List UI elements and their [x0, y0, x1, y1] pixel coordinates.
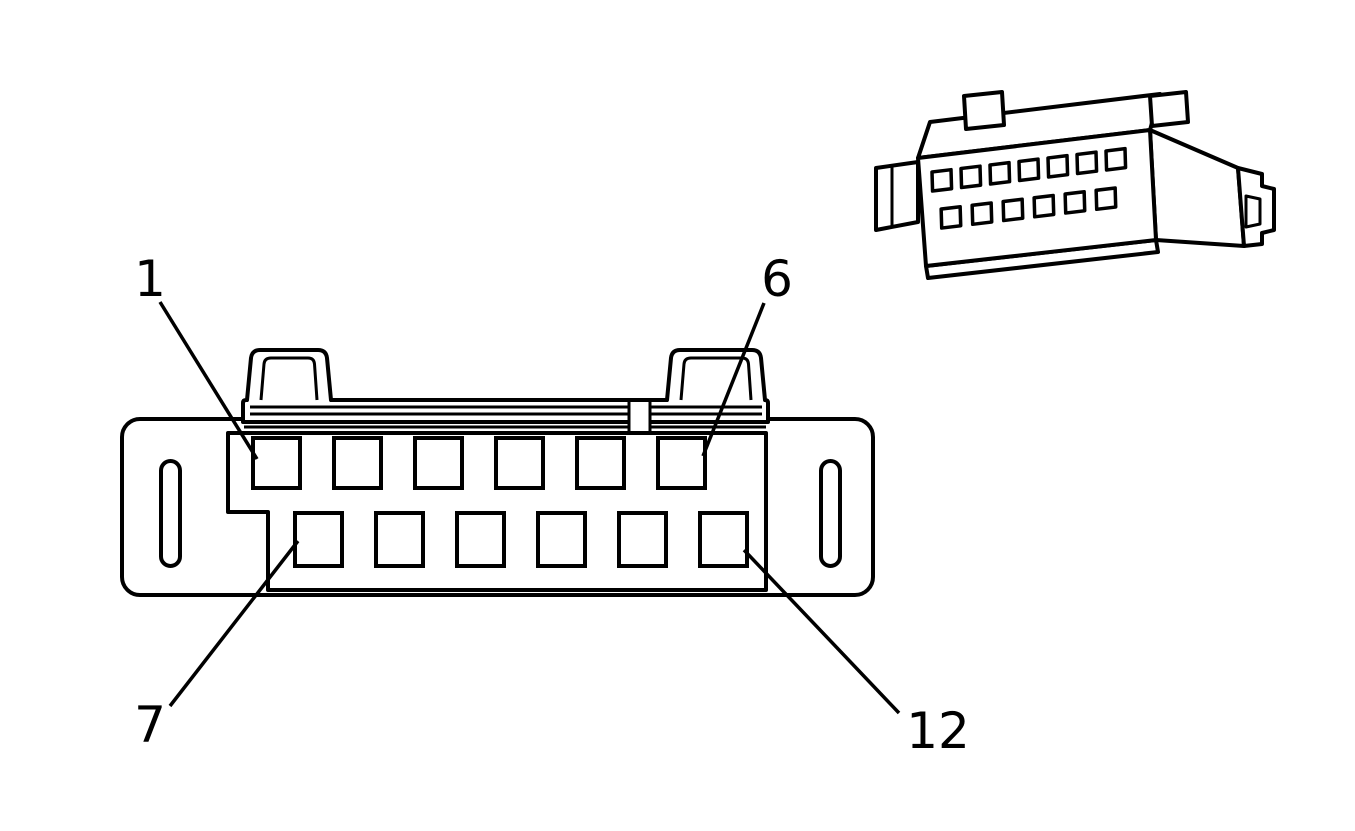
iso-hole-grid: [930, 146, 1128, 230]
pin-label-1: 1: [134, 250, 166, 308]
pin-cavity-6: [656, 436, 707, 490]
iso-end-latch-slot: [1244, 194, 1262, 229]
iso-hole: [1017, 157, 1041, 183]
iso-hole: [959, 164, 983, 190]
callout-line: [168, 539, 300, 708]
pin-cavity-3: [413, 436, 464, 490]
iso-hole: [1032, 193, 1056, 219]
pin-label-12: 12: [906, 702, 970, 760]
keying-notch: [630, 402, 649, 433]
iso-hole: [939, 204, 963, 230]
callout-pin-1: 1: [134, 250, 259, 460]
pin-label-6: 6: [761, 250, 793, 308]
pin-cavity-7: [293, 511, 344, 568]
pin-cavity-11: [617, 511, 668, 568]
pin-cavity-5: [575, 436, 626, 490]
iso-hole: [1075, 150, 1099, 176]
callout-line: [742, 548, 901, 715]
iso-hole: [970, 201, 994, 227]
iso-hole: [930, 167, 954, 193]
pin-cavity-4: [494, 436, 545, 490]
pin-cavity-1: [251, 436, 302, 490]
callout-line: [158, 301, 259, 460]
pin-cavity-12: [698, 511, 749, 568]
connector-front-view: [120, 348, 875, 597]
pin-cavity-10: [536, 511, 587, 568]
pin-cavity-8: [374, 511, 425, 568]
iso-left-bracket: [874, 160, 920, 232]
connector-isometric-view: [874, 90, 1276, 280]
iso-hole: [1001, 197, 1025, 223]
callout-pin-6: 6: [701, 250, 793, 457]
iso-hole: [988, 160, 1012, 186]
iso-right-tab: [1148, 90, 1190, 128]
callout-line: [701, 302, 766, 457]
right-mounting-slot: [819, 459, 842, 568]
pin-cavity-9: [455, 511, 506, 568]
iso-hole: [1046, 153, 1070, 179]
iso-hole: [1104, 146, 1128, 172]
pin-cavity-2: [332, 436, 383, 490]
iso-side-face: [1148, 128, 1246, 248]
iso-hole: [1094, 186, 1118, 212]
pin-row-bottom: [293, 511, 749, 568]
callout-pin-7: 7: [134, 539, 300, 754]
left-mounting-slot: [159, 459, 182, 568]
connector-top-section: [241, 348, 770, 424]
iso-hole: [1063, 189, 1087, 215]
pin-label-7: 7: [134, 696, 166, 754]
callout-pin-12: 12: [742, 548, 970, 760]
iso-end-latch: [1236, 166, 1276, 248]
pin-row-top: [251, 436, 707, 490]
iso-left-tab: [962, 90, 1006, 131]
left-tab-inner-line: [259, 356, 319, 401]
right-tab-inner-line: [679, 356, 753, 401]
